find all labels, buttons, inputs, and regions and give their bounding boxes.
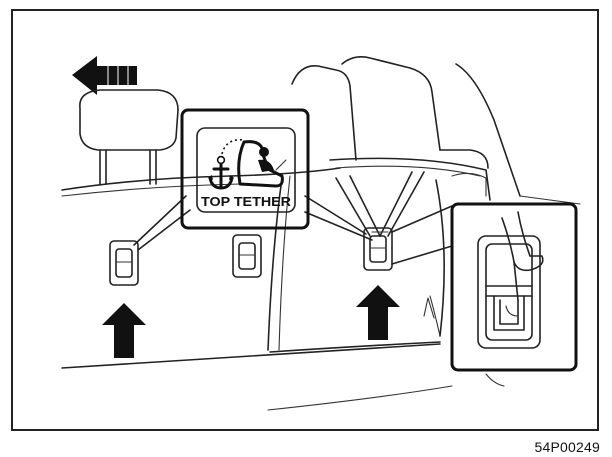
- top-tether-label: TOP TETHER: [201, 194, 292, 209]
- figure-code: 54P00249: [534, 439, 600, 455]
- child-seat-icon: [237, 140, 287, 188]
- tether-anchor-left: [109, 240, 139, 286]
- tether-anchor-center: [232, 234, 262, 278]
- headrest: [79, 89, 179, 185]
- up-arrow-left: [102, 303, 146, 358]
- up-arrow-right: [356, 285, 400, 340]
- tether-anchor-right: [363, 227, 393, 271]
- rear-compartment: [291, 56, 581, 337]
- callout-leaders: [133, 195, 373, 251]
- anchor-detail-box: [450, 202, 578, 372]
- anchor-icon: [208, 155, 234, 190]
- zoom-leaders: [391, 205, 453, 265]
- front-direction-arrow: [72, 56, 137, 95]
- cargo-floor: [61, 341, 505, 411]
- top-tether-label-box: TOP TETHER: [180, 108, 310, 230]
- tether-strap: [335, 171, 425, 237]
